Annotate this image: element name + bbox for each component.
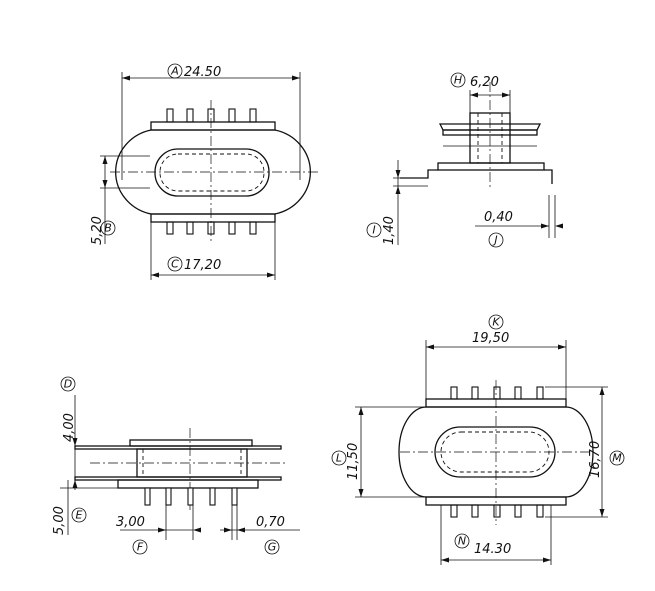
top-view-flange-top [150, 121, 276, 131]
label-circle-J [488, 232, 504, 248]
dim-L-letter: L [336, 452, 342, 465]
dim-D: D 4,00 [60, 376, 77, 442]
bottom-view-pins-top [450, 386, 544, 400]
side-left-top-flange [129, 439, 253, 447]
dim-H: H 6,20 [450, 72, 499, 90]
dim-C-letter: C [171, 258, 179, 271]
side-right-bottom-flange [437, 162, 545, 171]
dim-M-letter: M [612, 452, 622, 465]
dim-E-value: 5,00 [52, 506, 67, 535]
label-circle-F [132, 539, 148, 555]
dim-N: N 14.30 [454, 533, 511, 557]
bottom-view-pins-bottom [450, 504, 544, 518]
dim-J-letter: J [492, 234, 497, 247]
dim-J-value: 0,40 [484, 210, 513, 225]
label-circle-E [71, 507, 87, 523]
dim-E-letter: E [76, 509, 83, 522]
top-view-flange-bottom [150, 213, 276, 223]
top-view: A 24.50 B 5,20 C 17,20 [90, 63, 318, 280]
dim-H-value: 6,20 [470, 75, 499, 90]
label-circle-H [450, 72, 466, 88]
dim-L-value: 11,50 [346, 443, 361, 480]
dim-H-letter: H [454, 74, 462, 87]
dim-I: I 1,40 [366, 216, 397, 245]
dim-N-letter: N [458, 535, 466, 548]
top-view-slot-hidden [159, 153, 265, 192]
dim-A: A 24.50 [167, 63, 221, 80]
dim-F-letter: F [137, 541, 144, 554]
side-view-left: D 4,00 E 5,00 3,00 F 0,70 G [52, 376, 300, 555]
dim-I-value: 1,40 [382, 216, 397, 245]
dim-B-letter: B [104, 222, 112, 235]
top-view-pins-bottom [166, 221, 257, 235]
label-circle-N [454, 533, 470, 549]
label-circle-A [167, 63, 183, 79]
label-circle-M [609, 450, 625, 466]
side-left-bottom-flange [117, 479, 259, 489]
dim-G-letter: G [268, 541, 277, 554]
dim-B-value: 5,20 [90, 216, 105, 245]
top-view-body [114, 129, 312, 215]
bottom-view: K 19,50 L 11,50 16,70 M [331, 314, 625, 565]
dim-K-value: 19,50 [472, 331, 509, 346]
dim-L: L 11,50 [331, 443, 361, 480]
dim-K-letter: K [492, 316, 500, 329]
side-left-pins [144, 487, 238, 506]
side-right-pin-right [544, 169, 553, 184]
label-circle-K [488, 314, 504, 330]
dim-J: 0,40 J [484, 210, 513, 248]
dim-F: 3,00 F [116, 515, 148, 555]
label-circle-D [60, 376, 76, 392]
top-view-slot [154, 148, 270, 197]
dim-D-letter: D [64, 378, 72, 391]
dim-A-letter: A [170, 65, 179, 78]
dim-C-value: 17,20 [184, 258, 221, 273]
dim-I-letter: I [372, 224, 375, 237]
dim-G-value: 0,70 [256, 515, 285, 530]
label-circle-G [264, 539, 280, 555]
dim-G: 0,70 G [256, 515, 285, 555]
dim-N-value: 14.30 [474, 542, 511, 557]
top-view-pins-top [166, 108, 257, 123]
dim-F-value: 3,00 [116, 515, 145, 530]
dim-C: C 17,20 [167, 256, 221, 273]
bottom-view-slot [434, 426, 556, 478]
dim-D-value: 4,00 [62, 413, 77, 442]
label-circle-I [366, 222, 382, 238]
dim-A-value: 24.50 [184, 65, 221, 80]
dim-M: 16,70 M [588, 441, 625, 478]
dim-E: E 5,00 [52, 506, 87, 535]
side-view-right: H 6,20 I 1,40 0,40 J [366, 72, 563, 248]
label-circle-L [331, 450, 347, 466]
label-circle-C [167, 256, 183, 272]
bottom-view-body [398, 406, 594, 498]
side-right-pin-left [400, 169, 438, 179]
dim-K: K 19,50 [472, 314, 509, 346]
label-circle-B [100, 220, 116, 236]
dim-B: B 5,20 [90, 216, 116, 245]
dim-M-value: 16,70 [588, 441, 603, 478]
